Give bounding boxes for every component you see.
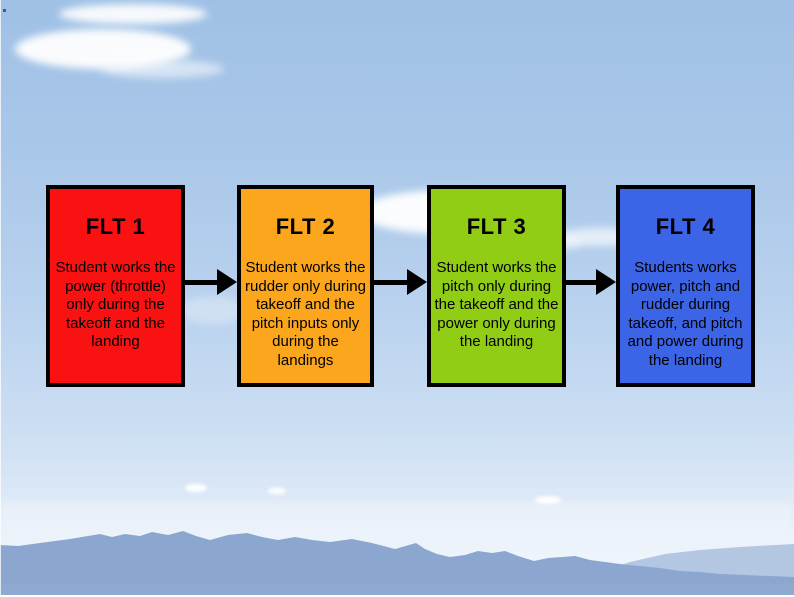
flow-box-flt4: FLT 4 Students works power, pitch and ru… (616, 185, 755, 387)
arrow-flt3-to-flt4 (566, 269, 616, 295)
arrow-head-icon (217, 269, 237, 295)
flow-box-flt2: FLT 2 Student works the rudder only duri… (237, 185, 374, 387)
arrow-flt2-to-flt3 (374, 269, 427, 295)
flow-box-flt3-body: Student works the pitch only during the … (434, 259, 559, 350)
arrow-flt1-to-flt2 (185, 269, 237, 295)
flow-box-flt1-body: Student works the power (throttle) only … (55, 259, 176, 350)
slide-left-edge (0, 0, 1, 597)
cloud-horizon-puffs (185, 484, 561, 504)
arrow-line (374, 279, 410, 285)
flow-box-flt3-title: FLT 3 (466, 214, 527, 239)
flow-box-flt2-body: Student works the rudder only during tak… (245, 259, 366, 369)
arrow-head-icon (407, 269, 427, 295)
arrow-line (185, 279, 220, 285)
flow-box-flt4-body: Students works power, pitch and rudder d… (627, 259, 744, 369)
flow-box-flt1-title: FLT 1 (85, 214, 146, 239)
flow-box-flt1: FLT 1 Student works the power (throttle)… (46, 185, 185, 387)
mountain-foreground-band (0, 584, 794, 597)
stray-pixel-dot (3, 9, 6, 12)
slide-bottom-edge (0, 595, 794, 597)
arrow-line (566, 279, 599, 285)
flow-box-flt4-title: FLT 4 (655, 214, 716, 239)
flow-box-flt3: FLT 3 Student works the pitch only durin… (427, 185, 566, 387)
cloud-upper-left (15, 4, 224, 78)
flow-box-flt2-title: FLT 2 (275, 214, 336, 239)
mountain-front-ridge (0, 531, 794, 597)
arrow-head-icon (596, 269, 616, 295)
